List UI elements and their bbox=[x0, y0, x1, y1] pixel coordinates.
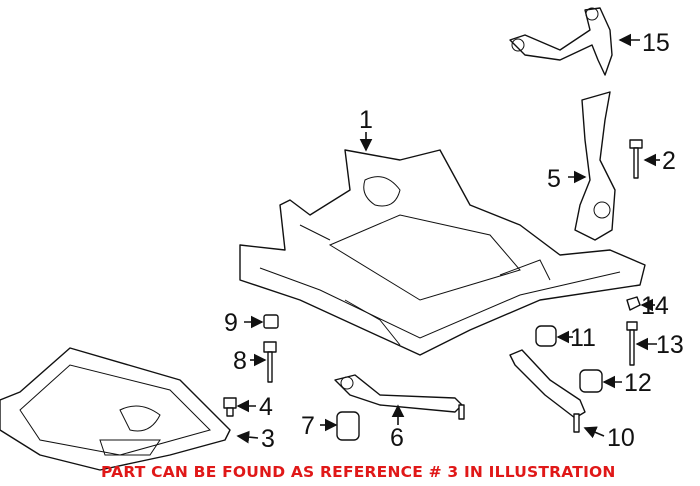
callout-1: 1 bbox=[359, 106, 373, 134]
callout-12: 12 bbox=[624, 369, 652, 397]
upper-control-arm bbox=[509, 7, 613, 76]
splash-shield bbox=[0, 347, 231, 471]
bushing-12 bbox=[579, 369, 603, 393]
callout-3: 3 bbox=[261, 425, 275, 453]
callout-8: 8 bbox=[233, 347, 247, 375]
bolt-2 bbox=[629, 139, 643, 179]
callout-9: 9 bbox=[224, 309, 238, 337]
front-subframe bbox=[239, 149, 646, 356]
callout-13: 13 bbox=[656, 331, 684, 359]
nut-14 bbox=[626, 296, 641, 311]
callout-5: 5 bbox=[547, 165, 561, 193]
bushing-7 bbox=[336, 411, 360, 441]
callout-11: 11 bbox=[570, 324, 596, 352]
bolt-4 bbox=[223, 397, 237, 417]
lower-control-arm-6 bbox=[334, 374, 465, 420]
nut-9 bbox=[263, 314, 279, 329]
lower-control-arm-10 bbox=[509, 349, 586, 433]
steering-knuckle bbox=[574, 91, 616, 241]
bolt-13 bbox=[626, 321, 638, 366]
callout-10: 10 bbox=[607, 424, 635, 452]
bushing-11 bbox=[535, 325, 557, 347]
callout-2: 2 bbox=[662, 147, 676, 175]
callout-4: 4 bbox=[259, 393, 273, 421]
callout-14: 14 bbox=[641, 292, 669, 320]
bolt-8 bbox=[263, 341, 277, 383]
leader-lines bbox=[236, 33, 660, 444]
callout-6: 6 bbox=[390, 424, 404, 452]
reference-note: PART CAN BE FOUND AS REFERENCE # 3 IN IL… bbox=[101, 463, 616, 481]
callout-15: 15 bbox=[642, 29, 670, 57]
callout-7: 7 bbox=[301, 412, 315, 440]
